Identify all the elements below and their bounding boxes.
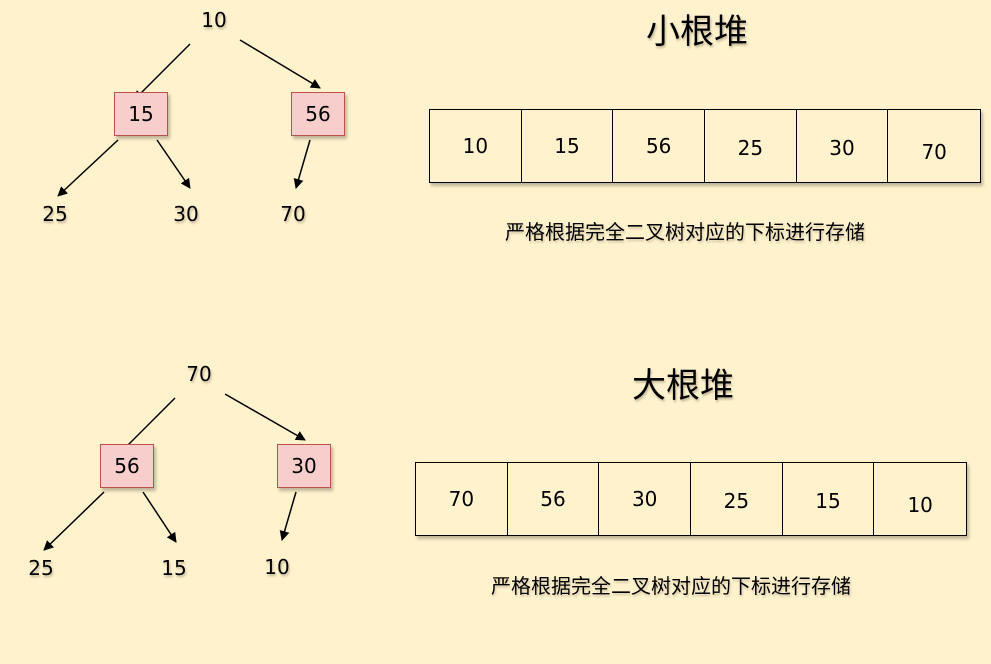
array-cell: 25 [691,463,783,535]
heap-title: 大根堆 [632,366,734,406]
array-cell: 30 [599,463,692,535]
array-cell: 70 [921,140,947,164]
tree-node-right: 56 [291,92,345,136]
storage-note: 严格根据完全二叉树对应的下标进行存储 [491,574,851,598]
max-heap-panel: 70 56 30 25 15 10 大根堆 70 56 30 25 15 10 … [0,354,991,664]
tree-root-label: 10 [201,8,227,32]
min-heap-edges [57,39,321,197]
array-cell: 25 [705,110,797,182]
heap-array: 70 56 30 25 15 10 [415,462,967,536]
tree-node-right-label: 30 [291,454,317,478]
edge-right-rl [279,491,297,541]
array-cell: 56 [508,463,600,535]
tree-root-label: 70 [186,362,212,386]
edge-left-lr [156,139,191,189]
edge-root-right [224,393,306,441]
array-cell: 15 [522,110,614,182]
tree-leaf-rl: 70 [280,202,306,226]
tree-leaf-lr: 15 [161,556,187,580]
edge-right-rl [293,139,311,189]
heap-array: 10 15 56 25 30 70 [429,109,981,183]
heap-title: 小根堆 [646,12,748,52]
tree-leaf-ll: 25 [28,556,54,580]
edge-root-left [133,43,191,101]
tree-leaf-lr: 30 [173,202,199,226]
storage-note: 严格根据完全二叉树对应的下标进行存储 [505,220,865,244]
edge-left-ll [57,139,119,197]
array-cell: 15 [783,463,875,535]
tree-node-right: 30 [277,444,331,488]
array-cell: 10 [907,493,933,517]
edge-left-ll [43,491,105,551]
tree-node-left: 15 [114,92,168,136]
array-cell: 56 [613,110,706,182]
array-cell: 70 [416,463,508,535]
tree-node-right-label: 56 [305,102,331,126]
min-heap-panel: 10 15 56 25 30 70 小根堆 10 15 56 25 30 70 … [0,0,991,310]
array-cell: 30 [797,110,889,182]
tree-leaf-ll: 25 [42,202,68,226]
edge-left-lr [142,491,177,543]
tree-node-left-label: 15 [128,102,154,126]
edge-root-right [239,39,321,89]
tree-leaf-rl: 10 [264,555,290,579]
array-cell: 10 [430,110,522,182]
tree-node-left: 56 [100,444,154,488]
tree-node-left-label: 56 [114,454,140,478]
